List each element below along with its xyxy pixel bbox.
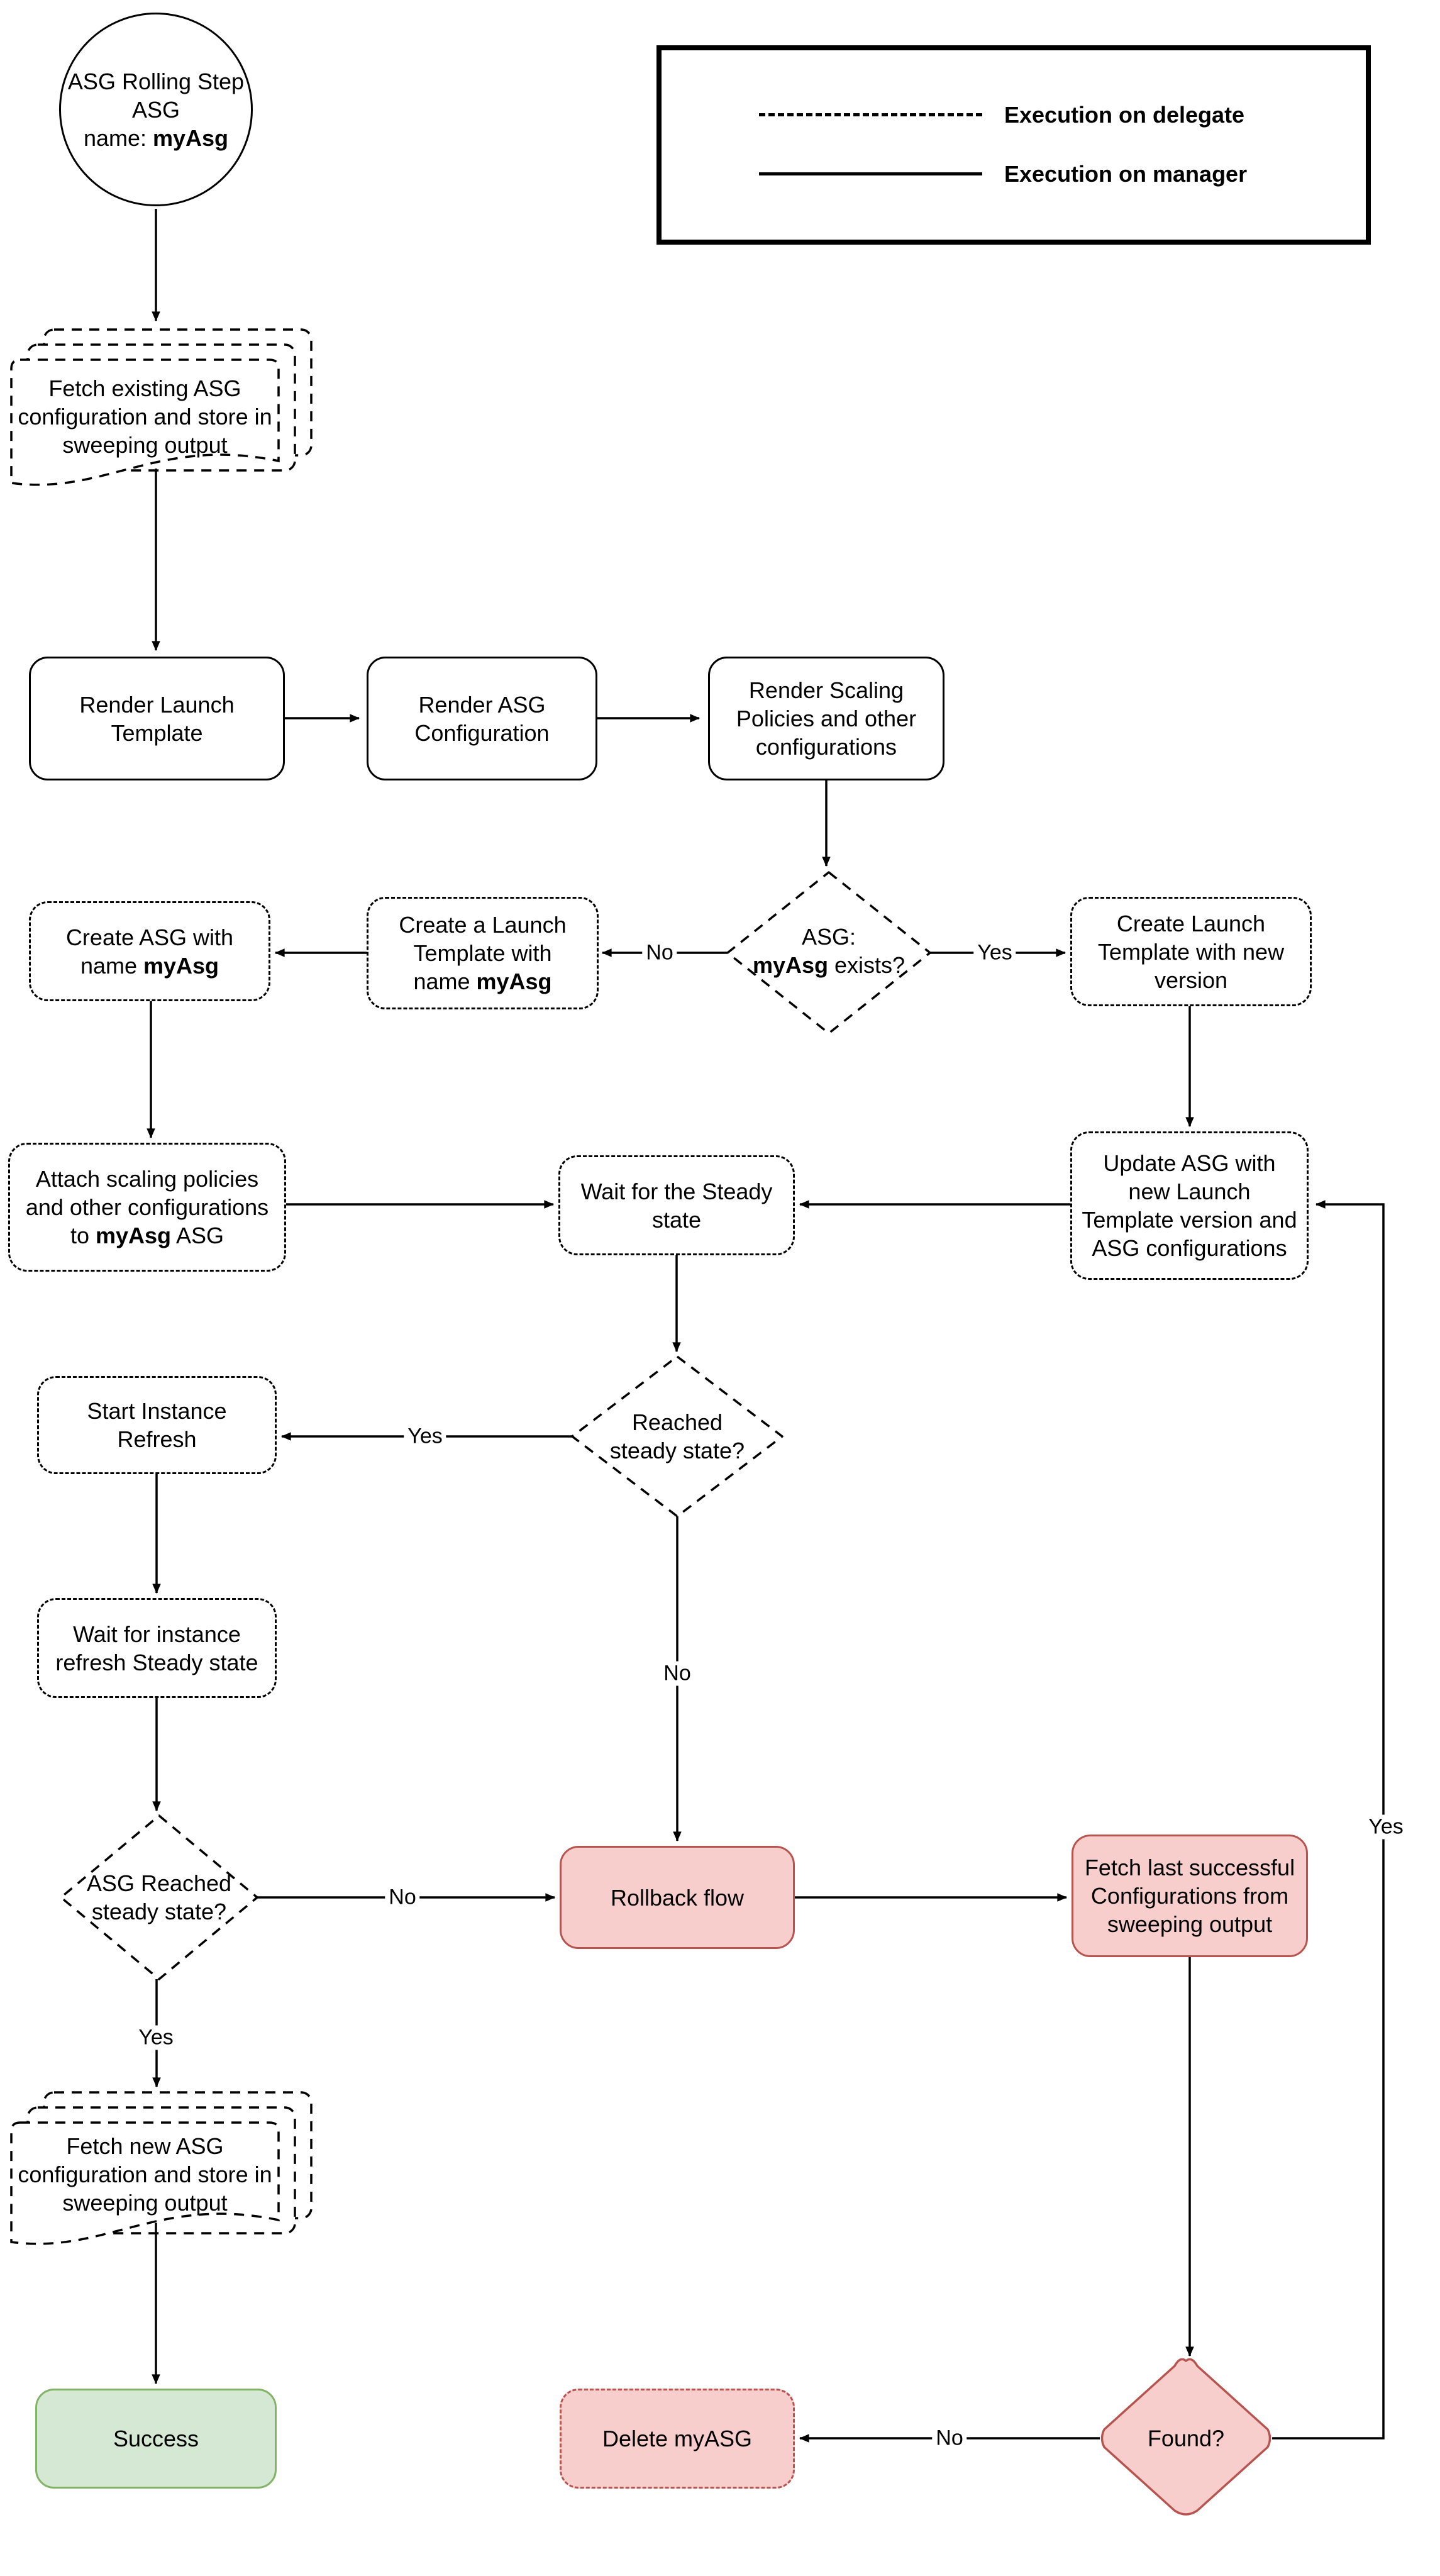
asg-reached-steady-state-label: ASG Reached steady state? [86, 1870, 232, 1924]
decision-found [1100, 2358, 1271, 2516]
start-node: ASG Rolling Step ASG name: myAsg [59, 13, 253, 206]
edge-label-no-asg-reached: No [385, 1885, 420, 1910]
success-label: Success [113, 2426, 199, 2451]
multi-document-shape-fetch-existing [10, 328, 313, 486]
wait-steady-state-label: Wait for the Steady state [580, 1178, 773, 1233]
create-launch-template-new-version-node: Create Launch Template with new version [1070, 897, 1312, 1006]
attach-line3-suffix: ASG [171, 1223, 224, 1248]
rollback-flow-node: Rollback flow [560, 1846, 795, 1949]
start-instance-refresh-node: Start Instance Refresh [37, 1376, 277, 1474]
success-node: Success [35, 2389, 277, 2489]
start-line1: ASG Rolling Step [67, 68, 245, 94]
fetch-last-successful-node: Fetch last successful Configurations fro… [1072, 1835, 1308, 1957]
wait-instance-refresh-label: Wait for instance refresh Steady state [55, 1621, 258, 1675]
attach-name: myAsg [95, 1223, 172, 1248]
render-asg-configuration-node: Render ASG Configuration [367, 657, 597, 780]
edge-label-yes-asg-exists: Yes [973, 940, 1016, 965]
edge-label-yes-reached-steady: Yes [404, 1424, 446, 1449]
wait-steady-state-node: Wait for the Steady state [558, 1155, 795, 1255]
update-asg-node: Update ASG with new Launch Template vers… [1070, 1131, 1309, 1280]
delete-myasg-label: Delete myASG [602, 2426, 753, 2451]
edge-label-yes-found: Yes [1365, 1814, 1407, 1840]
fetch-existing-label: Fetch existing ASG configuration and sto… [18, 375, 272, 458]
create-lt-new-version-label: Create Launch Template with new version [1097, 910, 1285, 993]
asg-exists-label: ASG: myAsg exists? [747, 923, 911, 979]
reached-steady-state-label: Reached steady state? [609, 1409, 745, 1463]
create-lt-named-name: myAsg [476, 969, 552, 994]
start-line3-name: myAsg [153, 125, 229, 151]
fetch-existing-node: Fetch existing ASG configuration and sto… [11, 360, 279, 473]
render-asg-configuration-label: Render ASG Configuration [414, 691, 550, 746]
create-asg-line1: Create ASG with [65, 924, 234, 950]
decision-asg-reached-steady-state [60, 1814, 258, 1980]
render-launch-template-label: Render Launch Template [79, 691, 235, 746]
rollback-flow-label: Rollback flow [610, 1884, 745, 1911]
legend-box: Execution on delegate Execution on manag… [656, 45, 1371, 245]
create-asg-node: Create ASG with name myAsg [29, 901, 270, 1001]
update-asg-label: Update ASG with new Launch Template vers… [1082, 1150, 1297, 1261]
found-label: Found? [1147, 2425, 1225, 2451]
create-asg-name: myAsg [143, 952, 219, 979]
edge-label-no-reached-steady: No [660, 1661, 695, 1686]
create-launch-template-named-node: Create a Launch Template with name myAsg [367, 897, 599, 1009]
attach-line3-prefix: to [70, 1223, 96, 1248]
wait-instance-refresh-node: Wait for instance refresh Steady state [37, 1598, 277, 1698]
legend-solid-line-sample [759, 172, 982, 175]
start-line2: ASG [131, 96, 180, 123]
edge-label-no-found: No [932, 2426, 967, 2451]
legend-label-manager: Execution on manager [1004, 161, 1248, 187]
legend-label-delegate: Execution on delegate [1004, 102, 1245, 128]
render-launch-template-node: Render Launch Template [29, 657, 285, 780]
fetch-new-asg-label: Fetch new ASG configuration and store in… [18, 2133, 272, 2216]
decision-reached-steady-state [571, 1355, 784, 1518]
attach-line2: and other configurations [25, 1194, 269, 1220]
render-scaling-policies-node: Render Scaling Policies and other config… [708, 657, 944, 780]
delete-myasg-node: Delete myASG [560, 2389, 795, 2489]
create-lt-named-line2: Template with [413, 940, 552, 966]
start-instance-refresh-label: Start Instance Refresh [87, 1398, 227, 1452]
asg-exists-name: myAsg [752, 952, 828, 978]
render-scaling-policies-label: Render Scaling Policies and other config… [736, 677, 917, 760]
asg-exists-line1: ASG: [801, 924, 856, 950]
create-lt-named-line1: Create a Launch [399, 912, 567, 938]
decision-asg-exists [726, 871, 931, 1035]
fetch-last-successful-label: Fetch last successful Configurations fro… [1084, 1855, 1295, 1937]
asg-exists-suffix: exists? [828, 952, 906, 978]
attach-scaling-policies-node: Attach scaling policies and other config… [8, 1143, 286, 1272]
fetch-new-asg-node: Fetch new ASG configuration and store in… [11, 2123, 279, 2226]
edge-label-no-asg-exists: No [642, 940, 677, 965]
start-line3-prefix: name: [83, 125, 153, 151]
legend-dashed-line-sample [759, 113, 982, 116]
create-lt-named-line3-prefix: name [413, 969, 477, 994]
edge-label-yes-asg-reached: Yes [135, 2025, 177, 2050]
create-asg-line2-prefix: name [80, 952, 143, 979]
multi-document-shape-fetch-new [10, 2091, 313, 2245]
attach-line1: Attach scaling policies [35, 1166, 259, 1192]
